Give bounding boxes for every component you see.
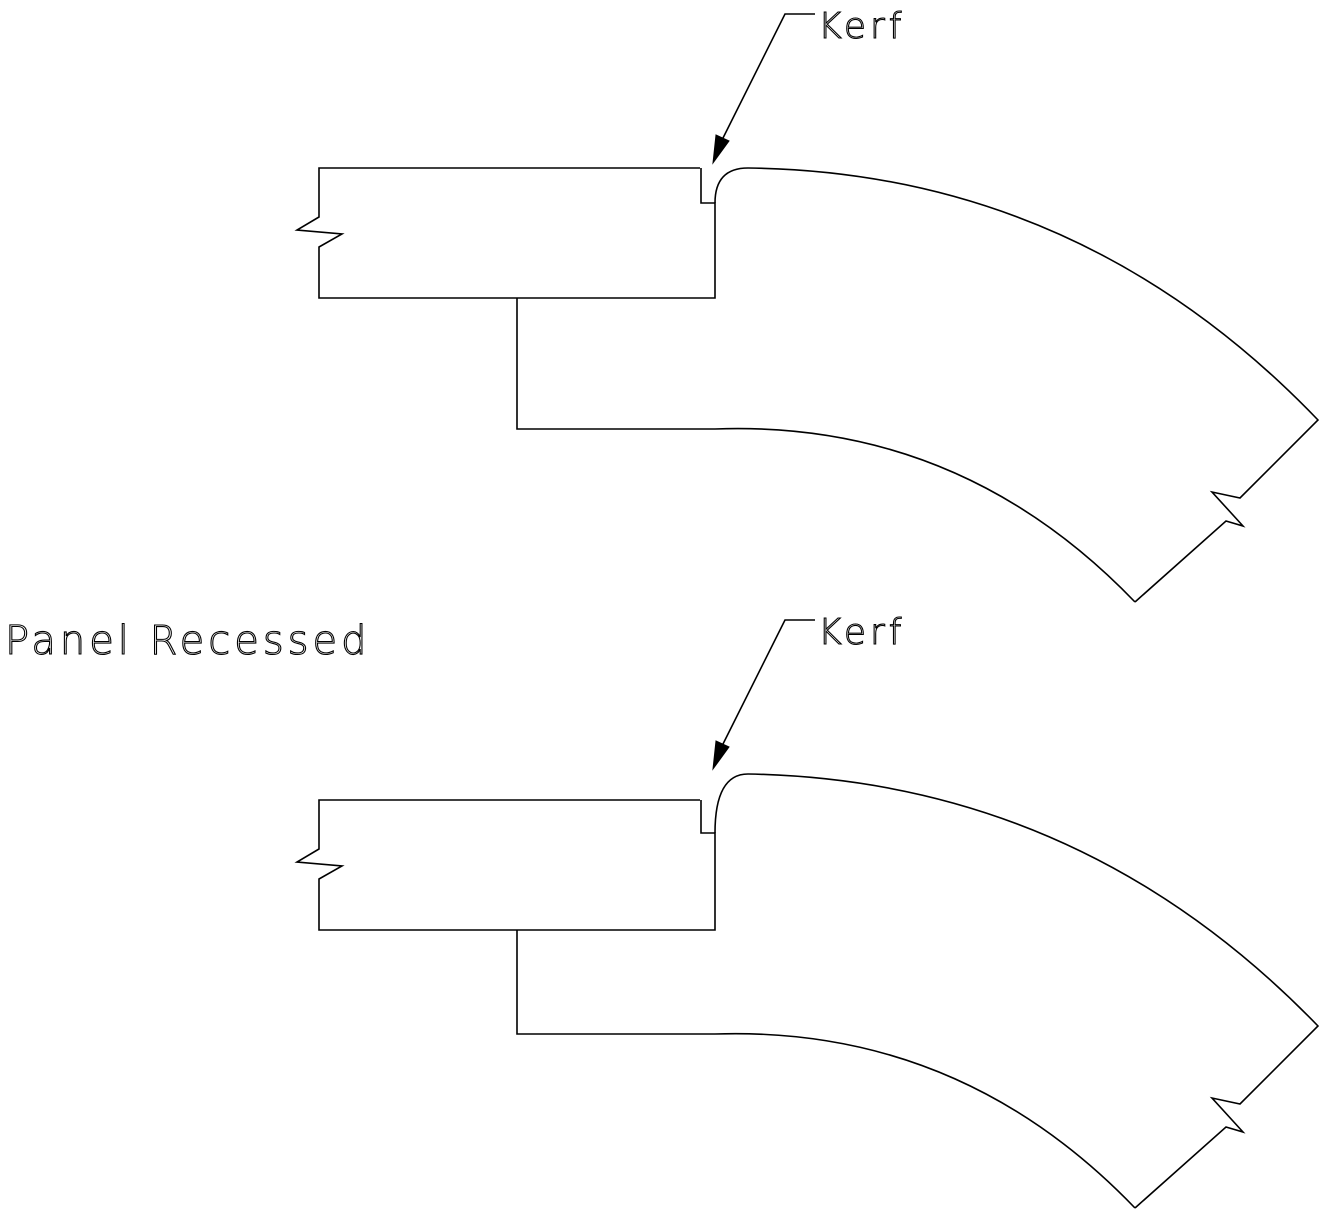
detail-upper: Kerf <box>294 5 1320 603</box>
upper-leader-arrow <box>712 134 730 165</box>
lower-outer-arc <box>714 773 1320 1209</box>
lower-inner-arc <box>714 1032 1136 1209</box>
upper-stem <box>516 298 715 430</box>
lower-stem <box>516 930 715 1035</box>
lower-leader-arrow <box>712 740 730 771</box>
lower-board-outline <box>294 799 716 931</box>
detail-lower: Kerf <box>294 611 1320 1209</box>
upper-leader-line <box>721 13 815 141</box>
panel-recessed-caption: Panel Recessed <box>5 618 371 664</box>
upper-kerf-label: Kerf <box>818 6 905 47</box>
lower-kerf-label: Kerf <box>818 612 905 653</box>
upper-inner-arc <box>714 427 1136 603</box>
upper-outer-arc <box>714 167 1320 603</box>
upper-board-outline <box>294 167 716 299</box>
lower-leader-line <box>721 619 815 747</box>
